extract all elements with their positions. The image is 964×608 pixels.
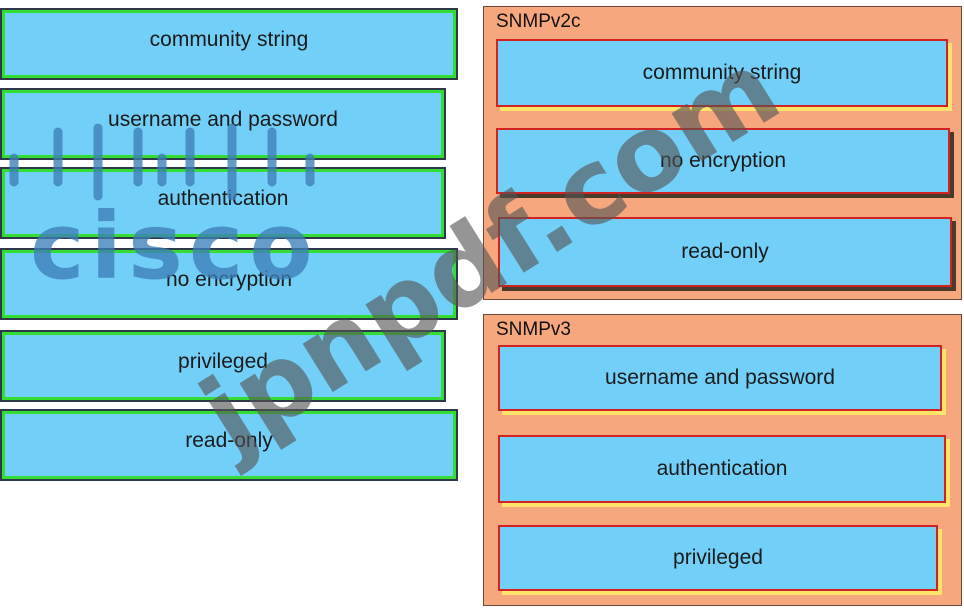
- target-item-label: community string: [642, 61, 802, 84]
- source-item-label: username and password: [108, 108, 338, 131]
- source-item-label: authentication: [157, 187, 289, 210]
- source-item-label: community string: [149, 28, 309, 51]
- target-slot-privileged[interactable]: privileged: [498, 525, 938, 591]
- target-item-label: privileged: [673, 546, 763, 569]
- source-item-label: no encryption: [165, 268, 293, 291]
- panel-title: SNMPv2c: [496, 11, 581, 32]
- target-item-label: authentication: [656, 457, 788, 480]
- target-item-label: read-only: [681, 240, 769, 263]
- source-item-community-string[interactable]: community string: [0, 8, 458, 80]
- target-item-label: username and password: [605, 366, 835, 389]
- target-item-label: no encryption: [659, 149, 787, 172]
- source-item-label: read-only: [185, 429, 273, 452]
- target-panel-snmpv2c: SNMPv2c community string no encryption r…: [483, 6, 962, 300]
- source-item-authentication[interactable]: authentication: [0, 167, 446, 239]
- target-slot-community-string[interactable]: community string: [496, 39, 948, 107]
- target-slot-no-encryption[interactable]: no encryption: [496, 128, 950, 194]
- target-slot-read-only[interactable]: read-only: [498, 217, 952, 287]
- source-item-privileged[interactable]: privileged: [0, 330, 446, 402]
- source-item-username-password[interactable]: username and password: [0, 88, 446, 160]
- source-item-read-only[interactable]: read-only: [0, 409, 458, 481]
- target-slot-username-password[interactable]: username and password: [498, 345, 942, 411]
- panel-title: SNMPv3: [496, 319, 571, 340]
- source-item-no-encryption[interactable]: no encryption: [0, 248, 458, 320]
- target-slot-authentication[interactable]: authentication: [498, 435, 946, 503]
- source-item-label: privileged: [178, 350, 268, 373]
- target-panel-snmpv3: SNMPv3 username and password authenticat…: [483, 314, 962, 606]
